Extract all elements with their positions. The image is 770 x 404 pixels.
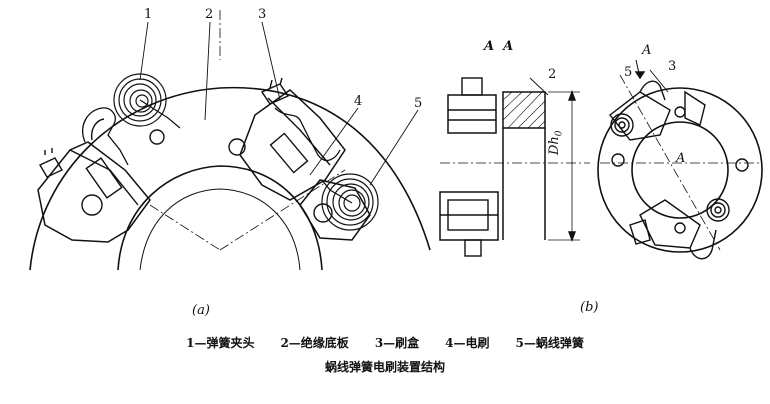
callout-3-b: 3 — [668, 59, 677, 74]
dimension-label: Dh0 — [547, 130, 565, 155]
legend: 1—弹簧夹头 2—绝缘底板 3—刷盒 4—电刷 5—蜗线弹簧 — [0, 334, 770, 351]
legend-item-4: 4—电刷 — [445, 336, 490, 350]
section-arrow-label: A — [642, 43, 652, 58]
spiral-spring-5 — [321, 173, 379, 231]
figure-caption: 蜗线弹簧电刷装置结构 — [324, 360, 445, 374]
legend-item-5: 5—蜗线弹簧 — [515, 336, 584, 350]
legend-item-3: 3—刷盒 — [374, 336, 420, 350]
callout-1: 1 — [144, 7, 153, 22]
legend-item-2: 2—绝缘底板 — [280, 336, 349, 350]
callout-2: 2 — [205, 7, 214, 22]
figure-b-section — [439, 77, 590, 257]
figure-a-sublabel: (a) — [192, 303, 210, 318]
callout-4: 4 — [354, 94, 363, 109]
figure-a-drawing — [29, 10, 431, 271]
section-label: A A — [484, 39, 514, 54]
spiral-spring-1 — [113, 73, 181, 129]
figure-b-sublabel: (b) — [580, 300, 599, 315]
center-label-A: A — [676, 151, 686, 166]
dimension-text: Dh — [547, 136, 562, 155]
callout-5: 5 — [414, 96, 423, 111]
callout-5-b: 5 — [624, 65, 633, 80]
callout-2-b: 2 — [548, 67, 557, 82]
legend-item-1: 1—弹簧夹头 — [186, 336, 255, 350]
figure-b-face — [597, 59, 763, 260]
dimension-subscript: 0 — [554, 130, 565, 137]
callout-3: 3 — [258, 7, 267, 22]
